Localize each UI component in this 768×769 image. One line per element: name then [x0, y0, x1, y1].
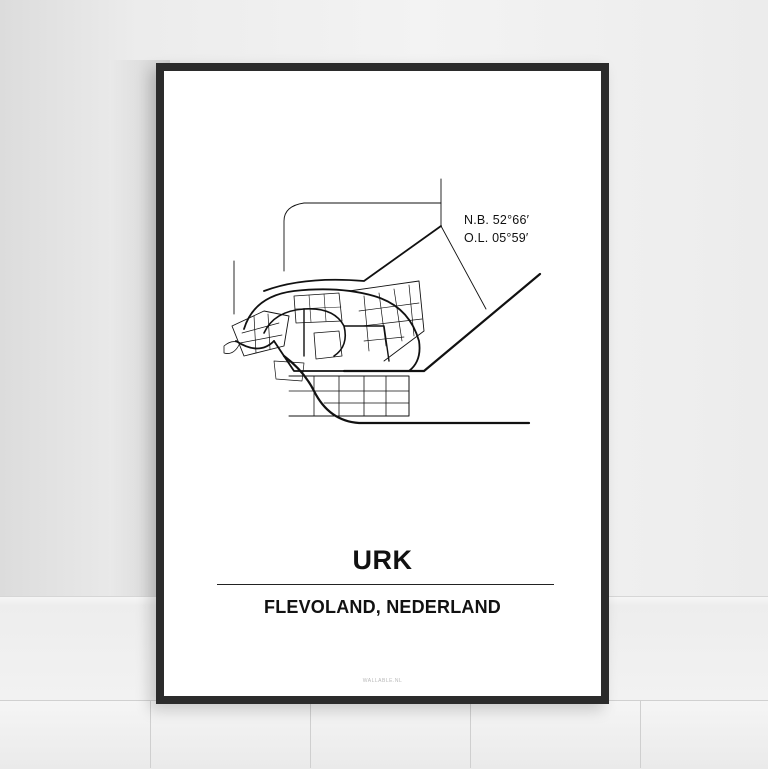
longitude-text: O.L. 05°59′	[464, 231, 529, 245]
floor-plank-seam	[640, 700, 641, 768]
title-divider	[217, 584, 554, 585]
brand-mark: WALLABLE.NL	[362, 678, 403, 684]
city-title: URK	[352, 545, 413, 575]
floor-plank-seam	[310, 700, 311, 768]
coordinates-label: N.B. 52°66′ O.L. 05°59′	[464, 211, 529, 247]
floor-plank-seam	[150, 700, 151, 768]
poster-frame: N.B. 52°66′ O.L. 05°59′ URK FLEVOLAND, N…	[156, 63, 609, 704]
floor-plank-seam	[470, 700, 471, 768]
street-map-illustration	[223, 178, 542, 425]
wooden-floor	[0, 700, 768, 769]
poster-sheet: N.B. 52°66′ O.L. 05°59′ URK FLEVOLAND, N…	[164, 71, 601, 696]
region-subtitle: FLEVOLAND, NEDERLAND	[264, 597, 501, 617]
latitude-text: N.B. 52°66′	[464, 213, 530, 227]
